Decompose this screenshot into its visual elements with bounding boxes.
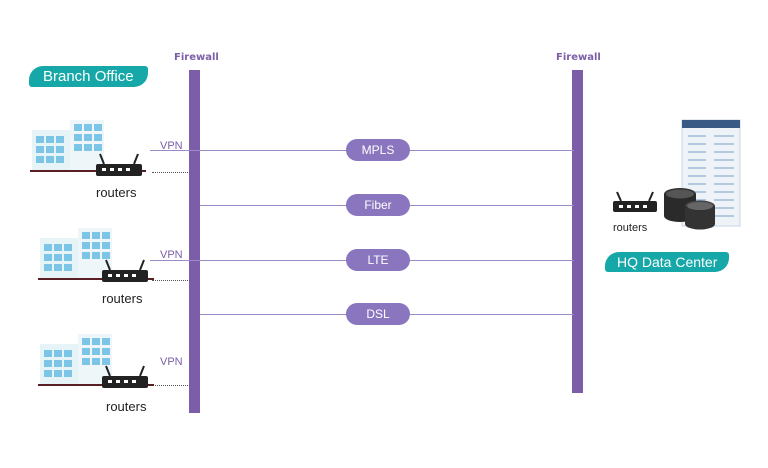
right-firewall-bar — [572, 70, 583, 393]
branch-office-tag: Branch Office — [29, 66, 148, 87]
vpn-label-1: VPN — [160, 140, 183, 152]
hq-router-caption: routers — [613, 222, 648, 234]
hq-data-center-tag: HQ Data Center — [605, 252, 730, 272]
router-caption-2: routers — [102, 291, 143, 306]
building-icon — [38, 334, 154, 386]
vpn-connector-1 — [152, 172, 190, 173]
link-pill-fiber: Fiber — [346, 194, 410, 216]
vpn-label-3: VPN — [160, 356, 183, 368]
vpn-connector-3 — [152, 385, 190, 386]
link-pill-lte: LTE — [346, 249, 410, 271]
building-icon — [38, 228, 154, 280]
router-icon — [96, 153, 142, 176]
vpn-label-2: VPN — [160, 249, 183, 261]
link-pill-dsl: DSL — [346, 303, 410, 325]
building-icon — [30, 120, 146, 172]
vpn-connector-2 — [152, 280, 190, 281]
router-icon — [102, 365, 148, 388]
left-firewall-bar — [189, 70, 200, 413]
router-caption-3: routers — [106, 399, 147, 414]
database-icon — [664, 188, 715, 230]
router-icon — [102, 259, 148, 282]
right-firewall-label: Firewall — [556, 52, 601, 63]
left-firewall-label: Firewall — [174, 52, 219, 63]
router-icon — [613, 191, 657, 212]
link-pill-mpls: MPLS — [346, 139, 410, 161]
router-caption-1: routers — [96, 185, 137, 200]
